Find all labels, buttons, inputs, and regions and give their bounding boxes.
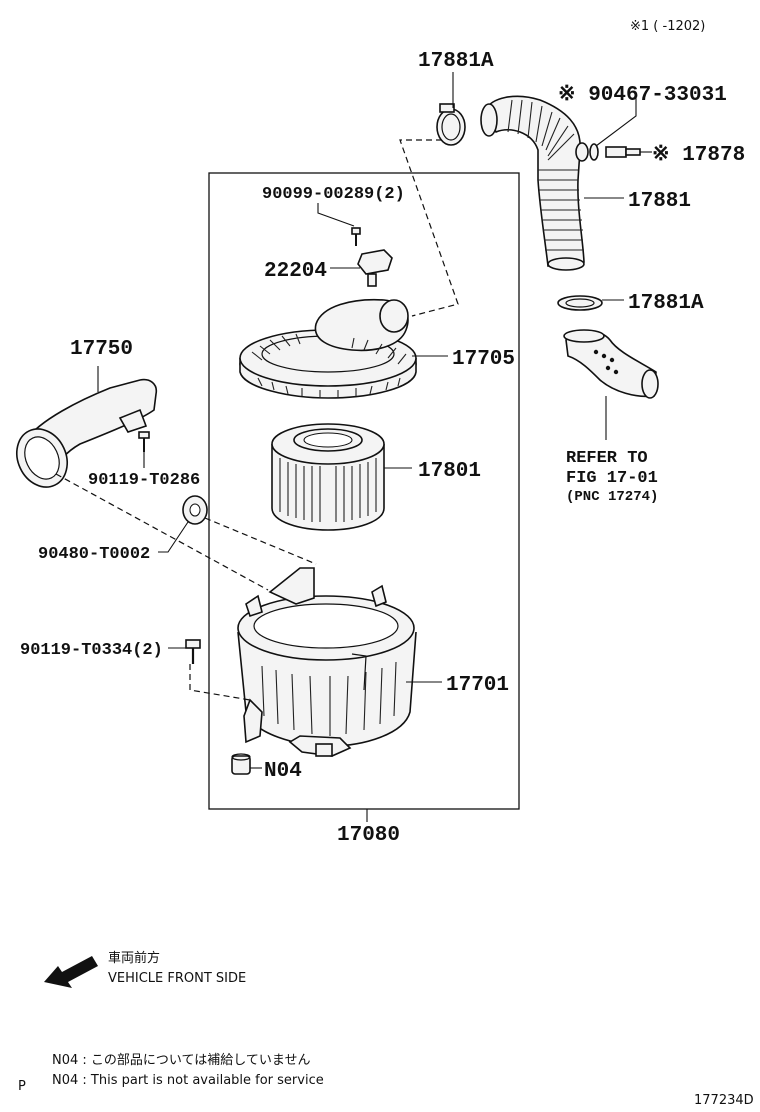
bolt-90119-t0286-icon[interactable] — [138, 431, 150, 452]
label-17705: 17705 — [452, 348, 515, 371]
air-flow-meter-22204-icon[interactable] — [357, 249, 393, 287]
front-note-jp: 車両前方 — [108, 950, 160, 966]
label-17701: 17701 — [446, 674, 509, 697]
page-letter: P — [18, 1079, 26, 1094]
part-n04-icon[interactable] — [231, 753, 251, 775]
assembly-frame — [208, 172, 520, 810]
bolt-90119-t0334-icon[interactable] — [185, 639, 201, 664]
label-17750: 17750 — [70, 338, 133, 361]
footnote-jp: N04 : この部品については補給していません — [52, 1053, 310, 1068]
clamp-17881a-lower-icon[interactable] — [557, 295, 603, 311]
label-90119-t0286: 90119-T0286 — [88, 471, 200, 490]
refer-to-line3: (PNC 17274) — [566, 489, 658, 505]
air-cleaner-cap-17705-icon[interactable] — [239, 298, 417, 399]
air-cleaner-case-17701-icon[interactable] — [237, 567, 417, 757]
label-90119-t0334: 90119-T0334(2) — [20, 641, 163, 660]
intake-elbow-ref-icon — [563, 329, 659, 399]
label-17801: 17801 — [418, 460, 481, 483]
label-17878: ※ 17878 — [652, 143, 745, 167]
front-note-en: VEHICLE FRONT SIDE — [108, 971, 246, 986]
air-inlet-17750-icon[interactable] — [8, 378, 158, 496]
footnote-en: N04 : This part is not available for ser… — [52, 1073, 324, 1088]
label-90099-00289: 90099-00289(2) — [262, 185, 405, 204]
grommet-90480-icon[interactable] — [182, 495, 208, 525]
label-17881: 17881 — [628, 190, 691, 213]
vehicle-front-arrow-icon — [44, 956, 98, 988]
label-17881a-lower: 17881A — [628, 292, 704, 315]
sensor-17878-icon[interactable] — [605, 146, 641, 158]
refer-to-line1: REFER TO — [566, 449, 648, 468]
clamp-17881a-top-icon[interactable] — [436, 103, 466, 146]
air-filter-17801-icon[interactable] — [271, 423, 385, 531]
label-90467-33031: ※ 90467-33031 — [558, 83, 727, 107]
label-17080: 17080 — [337, 824, 400, 847]
label-22204: 22204 — [264, 260, 327, 283]
label-n04: N04 — [264, 760, 302, 783]
screw-90099-icon[interactable] — [351, 227, 361, 246]
label-90480-t0002: 90480-T0002 — [38, 545, 150, 564]
hose-17881-icon[interactable] — [480, 95, 589, 271]
gasket-90467-icon[interactable] — [589, 143, 599, 161]
figure-code: 177234D — [694, 1093, 754, 1108]
refer-to-line2: FIG 17-01 — [566, 469, 658, 488]
header-note: ※1 ( -1202) — [630, 19, 705, 34]
label-17881a-top: 17881A — [418, 50, 494, 73]
